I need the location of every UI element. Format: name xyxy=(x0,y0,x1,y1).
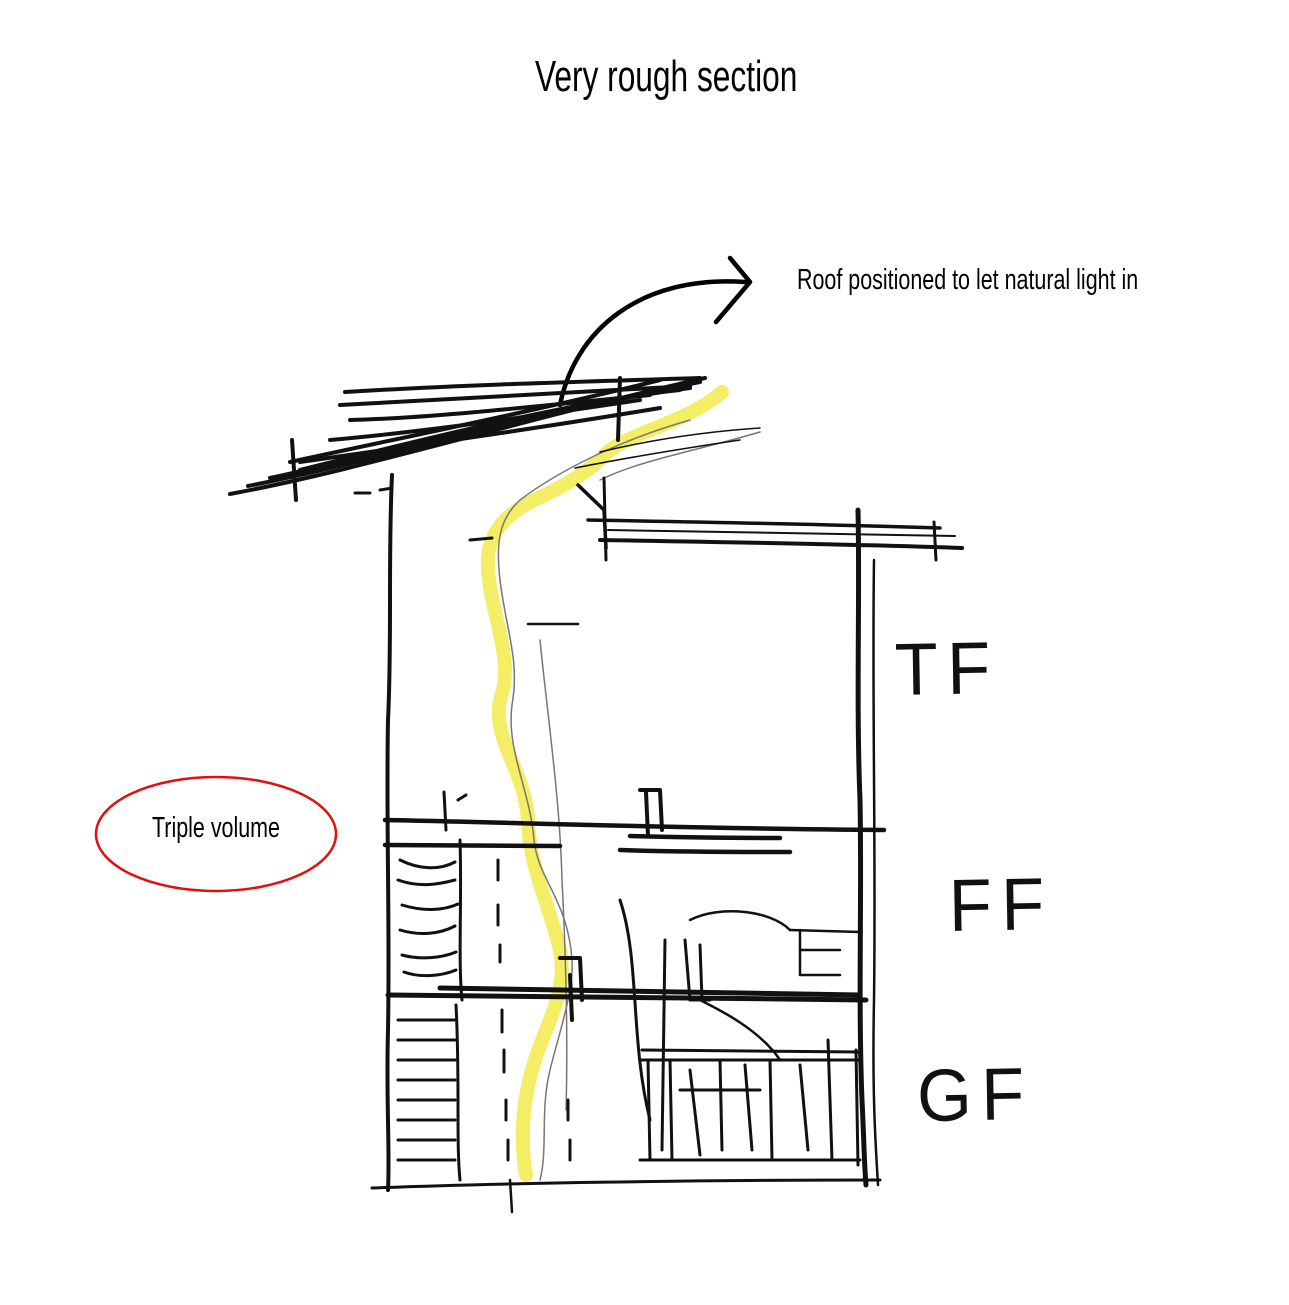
roof-arrow xyxy=(557,255,753,408)
first-floor-furniture xyxy=(688,910,862,1062)
page-title: Very rough section xyxy=(534,52,798,101)
roof-slab xyxy=(228,376,707,502)
dashed-column xyxy=(496,858,572,1162)
first-floor-slab xyxy=(382,817,887,855)
ground-floor-slab xyxy=(385,985,869,1003)
roof-annotation: Roof positioned to let natural light in xyxy=(797,264,1139,296)
triple-volume-label: Triple volume xyxy=(151,812,280,844)
wall-hatching xyxy=(396,790,468,1182)
light-ray-lines xyxy=(497,419,761,1181)
section-linework xyxy=(228,376,964,1214)
triple-volume-ellipse xyxy=(94,775,338,893)
natural-light-highlight xyxy=(480,385,729,1182)
ground-floor-furniture xyxy=(618,898,862,1167)
